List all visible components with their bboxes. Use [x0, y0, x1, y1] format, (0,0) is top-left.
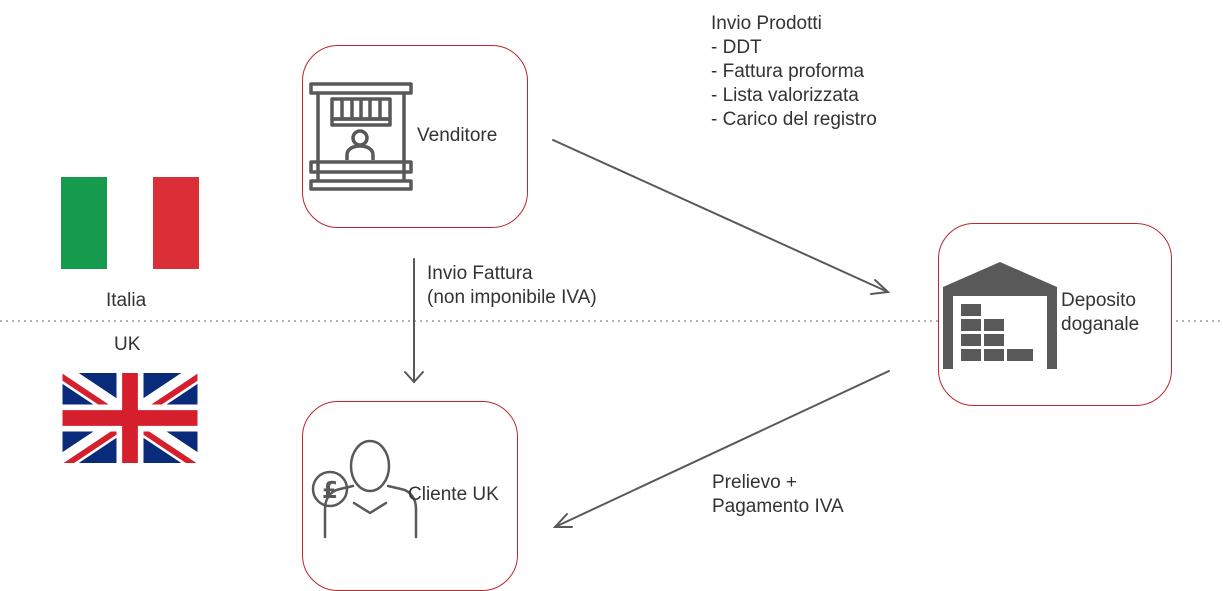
flow-arrows [404, 139, 891, 528]
uk-label: UK [114, 334, 141, 355]
products-edge-item: - Carico del registro [711, 109, 877, 130]
arrow-seller-to-warehouse [552, 139, 891, 295]
pickup-edge-label: Prelievo + Pagamento IVA [712, 471, 844, 519]
warehouse-label-line-2: doganale [1061, 314, 1140, 335]
arrow-warehouse-to-customer [552, 370, 890, 528]
pickup-edge-line-1: Prelievo + [712, 472, 798, 493]
warehouse-label-line-1: Deposito [1061, 290, 1136, 311]
pickup-edge-line-2: Pagamento IVA [712, 496, 844, 517]
invoice-edge-line-1: Invio Fattura [427, 263, 533, 284]
invoice-edge-label: Invio Fattura (non imponibile IVA) [427, 262, 597, 310]
seller-label: Venditore [417, 125, 498, 146]
warehouse-icon [943, 262, 1057, 369]
customer-pound-icon: £ [311, 439, 418, 539]
uk-flag [62, 373, 198, 463]
products-edge-item: - DDT [711, 37, 762, 58]
italy-label: Italia [106, 290, 147, 311]
products-edge-item: - Lista valorizzata [711, 85, 859, 106]
invoice-edge-line-2: (non imponibile IVA) [427, 287, 597, 308]
market-stall-icon [309, 82, 413, 191]
arrow-seller-to-customer [404, 258, 424, 384]
customer-label: Cliente UK [408, 484, 499, 505]
seller-node [302, 45, 528, 228]
svg-text:£: £ [322, 478, 338, 504]
warehouse-label: Deposito doganale [1061, 289, 1139, 337]
products-edge-label: Invio Prodotti - DDT - Fattura proforma … [711, 12, 877, 132]
products-edge-title: Invio Prodotti [711, 13, 822, 34]
products-edge-item: - Fattura proforma [711, 61, 865, 82]
italy-flag [61, 177, 199, 269]
